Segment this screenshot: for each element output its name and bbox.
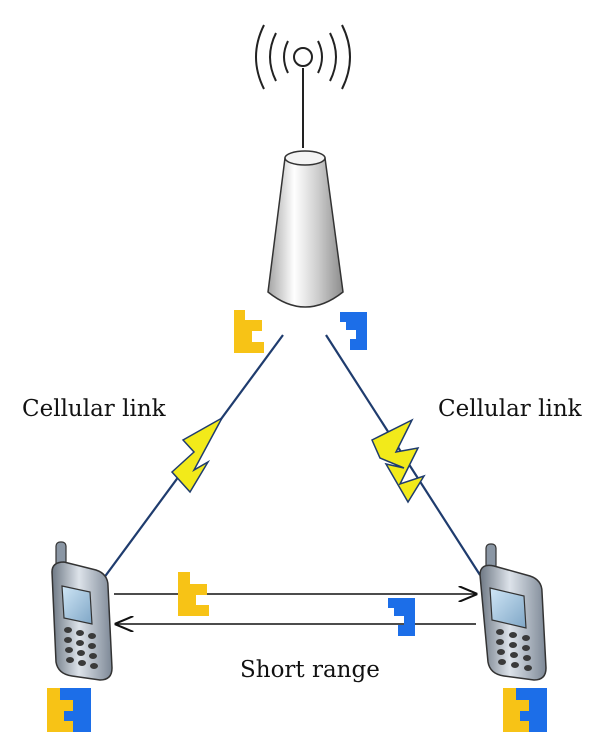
puzzle-piece-icon-yellow-tower (234, 310, 264, 353)
puzzle-piece-icon-yellow-link (178, 572, 209, 616)
short-range-label: Short range (240, 657, 380, 683)
antenna-icon (293, 47, 313, 148)
short-range-link (114, 594, 476, 624)
radio-waves-icon (255, 24, 351, 90)
mobile-phone-icon-right (479, 543, 547, 681)
cellular-link-label-right: Cellular link (438, 396, 582, 422)
lightning-bolt-icon (170, 416, 224, 494)
puzzle-pair-icon-right (503, 688, 547, 732)
lightning-bolt-icon (371, 418, 426, 504)
cellular-link-right (325, 334, 481, 576)
base-station-icon (267, 150, 344, 308)
puzzle-piece-icon-blue-link (388, 598, 415, 636)
mobile-phone-icon-left (51, 541, 113, 681)
cellular-link-left (94, 334, 284, 591)
puzzle-piece-icon-blue-tower (340, 312, 367, 350)
cellular-link-label-left: Cellular link (22, 396, 166, 422)
puzzle-pair-icon-left (47, 688, 91, 732)
